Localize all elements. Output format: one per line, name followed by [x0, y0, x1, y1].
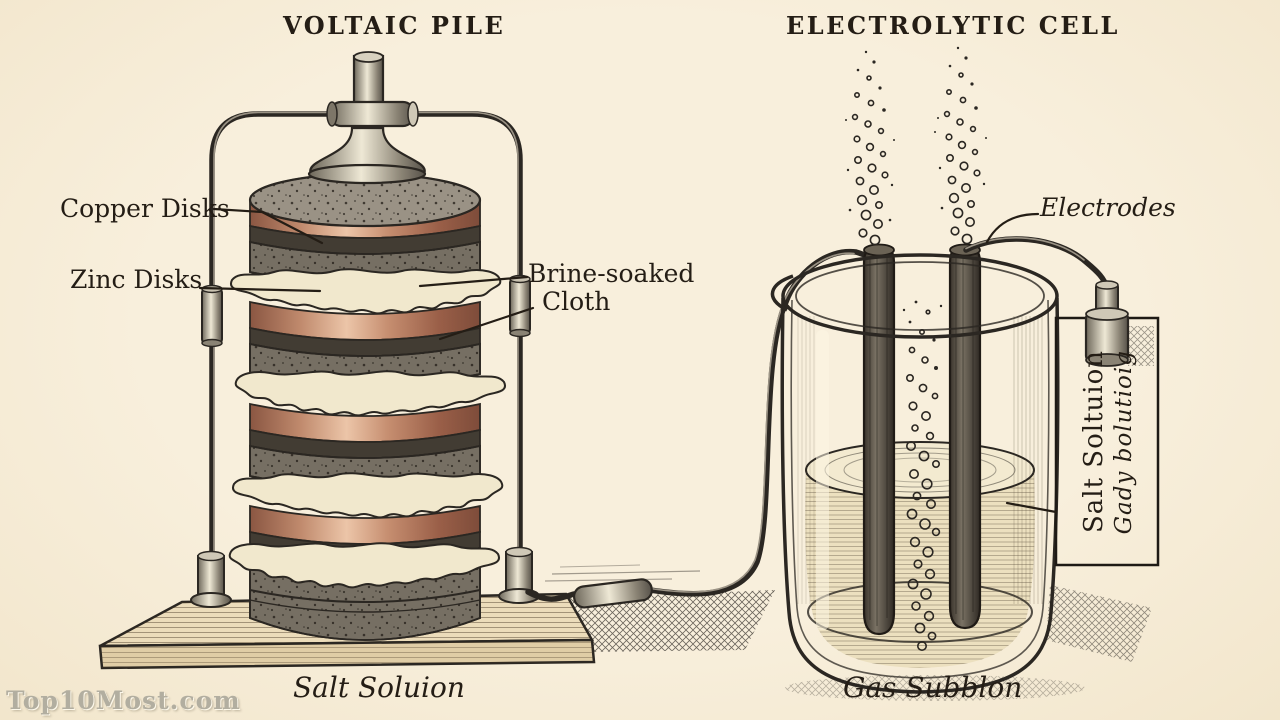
pile-base-shadow: [544, 564, 775, 652]
title-voltaic-pile: VOLTAIC PILE: [283, 11, 506, 40]
electrolytic-cell: [770, 46, 1160, 701]
label-copper-disks: Copper Disks: [60, 194, 230, 223]
caption-salt-solution: Salt Soluion: [293, 671, 465, 704]
glass-shading-right: [1012, 316, 1044, 604]
leader-zinc-disks: [198, 286, 322, 293]
bubbles-left-plume: [845, 50, 895, 246]
leader-cloth: [438, 306, 535, 341]
salt-solution-box-line2: Gady bolutioig: [1111, 349, 1137, 535]
pile-wire-left: [209, 111, 336, 563]
label-electrodes: Electrodes: [1040, 193, 1176, 222]
wire-ferrule-left: [201, 284, 223, 348]
caption-gas-bubbles: Gas Subblon: [843, 671, 1023, 704]
salt-solution-box: Salt Soltuion Gady bolutioig: [1058, 320, 1158, 564]
label-brine-soaked-line2: Cloth: [542, 287, 611, 316]
wire-sleeve-connector: [572, 578, 653, 609]
leader-salt-solution-box: [1005, 501, 1058, 514]
glass-shading-left: [796, 316, 816, 604]
pile-wire-right: [409, 111, 523, 557]
leader-lines: [198, 207, 1058, 514]
salt-solution-liquid: [805, 441, 1035, 668]
wire-ferrule-right: [509, 274, 531, 338]
leader-brine-soaked: [418, 275, 529, 288]
label-brine-soaked-cloth: Brine-soaked Cloth: [528, 260, 694, 316]
electrode-right: [948, 243, 982, 630]
label-zinc-disks: Zinc Disks: [70, 265, 203, 294]
beaker-shadow: [785, 585, 1152, 701]
electrode-left: [862, 243, 896, 636]
title-electrolytic-cell: ELECTROLYTIC CELL: [786, 11, 1120, 40]
salt-solution-box-line1: Salt Soltuion: [1079, 350, 1109, 534]
leader-copper-disks: [212, 207, 324, 245]
pile-top-terminal: [307, 51, 427, 185]
glass-highlight: [816, 330, 829, 630]
cell-right-wire: [963, 236, 1110, 291]
binding-post-left: [190, 550, 232, 608]
label-brine-soaked-line1: Brine-soaked: [528, 259, 695, 288]
watermark-top10most: Top10Most.com: [6, 686, 241, 715]
leader-electrodes: [985, 212, 1040, 244]
bubbles-right-plume: [934, 46, 987, 245]
terminal-plug: [1084, 280, 1154, 367]
voltaic-pile: [98, 51, 775, 670]
